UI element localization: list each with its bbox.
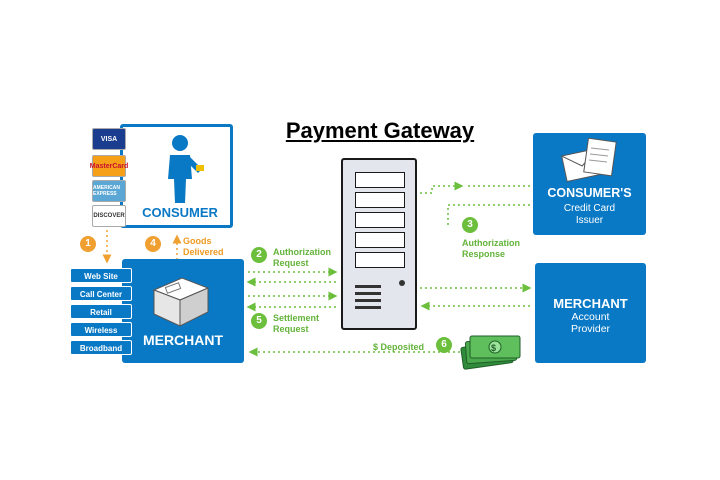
step-5-label-line1: Settlement (273, 313, 320, 323)
step-2-label-line1: Authorization (273, 247, 331, 257)
step-5-badge: 5 (251, 313, 267, 329)
svg-text:$: $ (491, 343, 496, 353)
server-vent (355, 285, 381, 288)
server-drive-bay (355, 192, 405, 208)
channel-call-center: Call Center (70, 286, 132, 301)
mastercard-card-icon: MasterCard (90, 155, 128, 177)
server-drive-bay (355, 252, 405, 268)
step-2-label-line2: Request (273, 258, 309, 268)
visa-card-icon: VISA (92, 128, 126, 150)
server-drive-bay (355, 232, 405, 248)
step-3-badge: 3 (462, 217, 478, 233)
channel-broadband: Broadband (70, 340, 132, 355)
server-vent (355, 299, 381, 302)
issuer-label-line1: CONSUMER'S (547, 186, 632, 200)
provider-label-line3: Provider (570, 323, 611, 335)
server-drive-bay (355, 212, 405, 228)
server-power-light (399, 280, 405, 286)
diagram-title: Payment Gateway (285, 118, 475, 143)
channel-web-site: Web Site (70, 268, 132, 283)
step-4-label-line1: Goods (183, 236, 212, 246)
provider-label-line2: Account (571, 311, 610, 323)
merchant-label: MERCHANT (142, 332, 224, 348)
server-drive-bay (355, 172, 405, 188)
step-6-label: $ Deposited (373, 342, 425, 352)
amex-card-icon: AMERICAN EXPRESS (92, 180, 126, 202)
step-1-badge: 1 (80, 236, 96, 252)
money-icon: $ (460, 335, 521, 370)
flow-server-to-issuer-line (420, 181, 464, 194)
step-5-label-line2: Request (273, 324, 309, 334)
issuer-label-line2: Credit Card (563, 203, 616, 214)
step-4-label-line2: Delivered (183, 247, 224, 257)
step-4-badge: 4 (145, 236, 161, 252)
channel-wireless: Wireless (70, 322, 132, 337)
issuer-label-line3: Issuer (575, 215, 604, 226)
discover-card-icon: DISCOVER (92, 205, 126, 227)
step-3-label-line1: Authorization (462, 238, 520, 248)
provider-label-line1: MERCHANT (553, 296, 628, 311)
envelope-document-icon (561, 138, 617, 183)
consumer-label: CONSUMER (142, 205, 218, 220)
consumer-person-icon (168, 135, 204, 203)
channel-retail: Retail (70, 304, 132, 319)
package-icon (152, 277, 210, 327)
server-vent (355, 306, 381, 309)
provider-box (535, 263, 646, 363)
server-vent (355, 292, 381, 295)
step-3-label-line2: Response (462, 249, 506, 259)
step-2-badge: 2 (251, 247, 267, 263)
step-6-badge: 6 (436, 337, 452, 353)
gateway-server-icon (341, 158, 417, 330)
flow-step3-line (447, 204, 530, 226)
